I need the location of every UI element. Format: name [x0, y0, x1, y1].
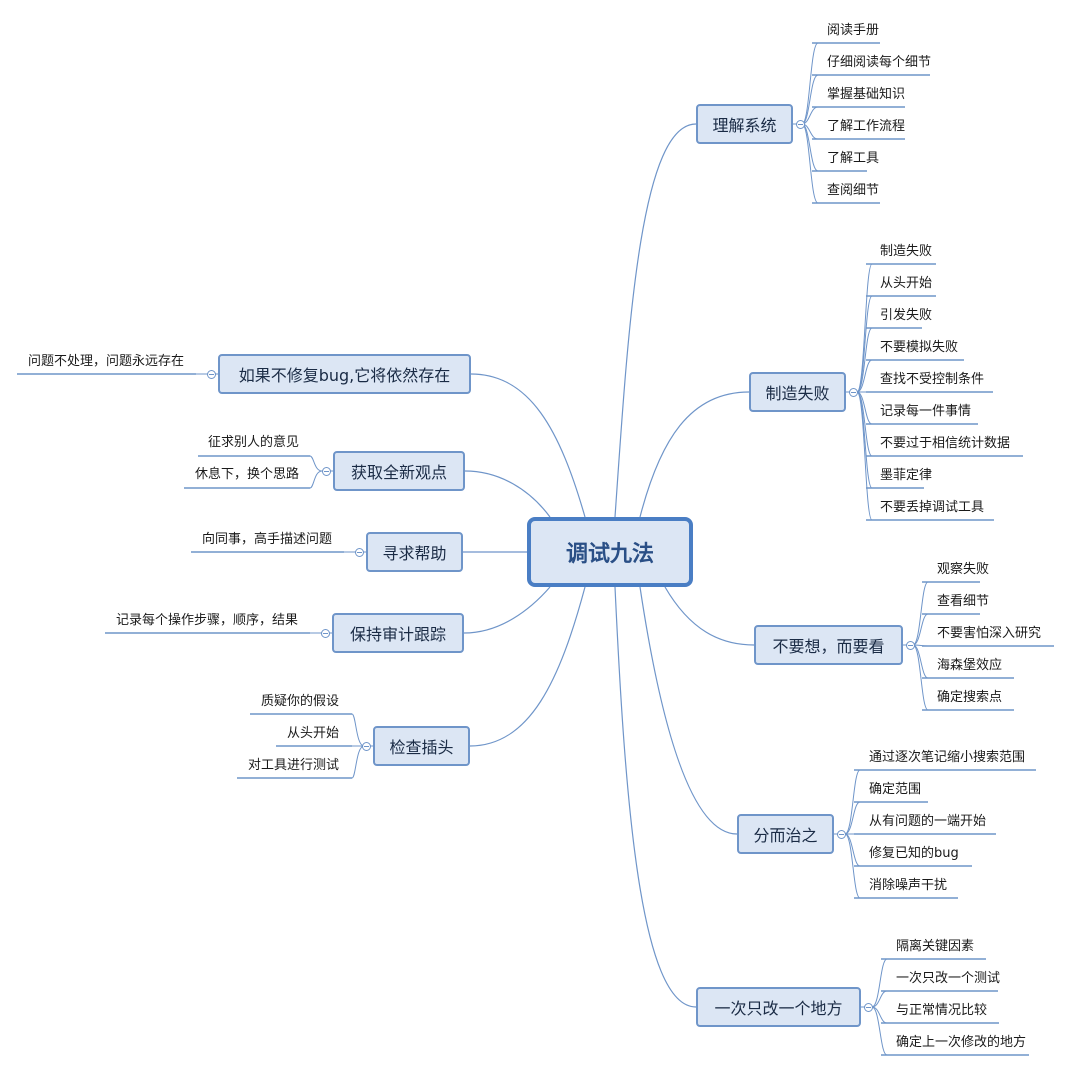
- connector-line: [309, 455, 323, 472]
- connector-line: [614, 586, 697, 1008]
- leaf-look-5[interactable]: 确定搜索点: [937, 690, 1003, 705]
- leaf-audit-1[interactable]: 记录每个操作步骤，顺序，结果: [116, 613, 299, 628]
- connector-line: [614, 123, 697, 518]
- leaf-plug-2[interactable]: 从头开始: [287, 726, 340, 741]
- collapse-toggle-icon[interactable]: [362, 742, 371, 751]
- leaf-understand-2[interactable]: 仔细阅读每个细节: [827, 55, 932, 70]
- collapse-toggle-icon[interactable]: [321, 629, 330, 638]
- leaf-divide-4[interactable]: 修复已知的bug: [869, 846, 959, 861]
- leaf-understand-3[interactable]: 掌握基础知识: [827, 87, 906, 102]
- leaf-fail-8[interactable]: 墨菲定律: [880, 468, 933, 483]
- connector-line: [639, 586, 738, 835]
- leaf-look-3[interactable]: 不要害怕深入研究: [937, 626, 1042, 641]
- connector-line: [351, 745, 365, 779]
- connector-line: [912, 581, 929, 646]
- leaf-plug-1[interactable]: 质疑你的假设: [261, 694, 340, 709]
- leaf-help-1[interactable]: 向同事，高手描述问题: [202, 532, 333, 547]
- branch-change-one-thing[interactable]: 一次只改一个地方: [696, 987, 861, 1027]
- collapse-toggle-icon[interactable]: [796, 120, 805, 129]
- leaf-understand-5[interactable]: 了解工具: [827, 151, 880, 166]
- connector-line: [856, 391, 873, 521]
- branch-ask-for-help[interactable]: 寻求帮助: [366, 532, 463, 572]
- connector-line: [871, 1006, 888, 1056]
- root-node[interactable]: 调试九法: [527, 517, 693, 587]
- connector-line: [844, 769, 861, 835]
- connector-line: [470, 373, 586, 518]
- connector-line: [664, 586, 755, 646]
- leaf-understand-6[interactable]: 查阅细节: [827, 183, 880, 198]
- leaf-divide-5[interactable]: 消除噪声干扰: [869, 878, 948, 893]
- connector-line: [801, 42, 819, 125]
- leaf-change-3[interactable]: 与正常情况比较: [896, 1003, 988, 1018]
- collapse-toggle-icon[interactable]: [864, 1003, 873, 1012]
- branch-fresh-view[interactable]: 获取全新观点: [333, 451, 465, 491]
- branch-make-it-fail[interactable]: 制造失败: [749, 372, 846, 412]
- connector-line: [463, 586, 551, 634]
- leaf-plug-3[interactable]: 对工具进行测试: [248, 758, 340, 773]
- connector-line: [309, 470, 323, 489]
- connector-line: [469, 586, 586, 747]
- leaf-fail-9[interactable]: 不要丢掉调试工具: [880, 500, 985, 515]
- leaf-fresh-2[interactable]: 休息下，换个思路: [195, 467, 300, 482]
- leaf-divide-3[interactable]: 从有问题的一端开始: [869, 814, 987, 829]
- leaf-notfixed-1[interactable]: 问题不处理，问题永远存在: [28, 354, 185, 369]
- connector-line: [912, 644, 929, 711]
- connector-line: [856, 359, 873, 393]
- leaf-look-2[interactable]: 查看细节: [937, 594, 990, 609]
- collapse-toggle-icon[interactable]: [849, 388, 858, 397]
- connector-line: [464, 470, 551, 518]
- leaf-change-4[interactable]: 确定上一次修改的地方: [896, 1035, 1027, 1050]
- leaf-understand-1[interactable]: 阅读手册: [827, 23, 880, 38]
- connector-line: [871, 958, 888, 1008]
- collapse-toggle-icon[interactable]: [207, 370, 216, 379]
- connector-line: [844, 833, 861, 899]
- leaf-fresh-1[interactable]: 征求别人的意见: [208, 435, 300, 450]
- branch-if-not-fixed[interactable]: 如果不修复bug,它将依然存在: [218, 354, 471, 394]
- leaf-fail-1[interactable]: 制造失败: [880, 244, 933, 259]
- collapse-toggle-icon[interactable]: [906, 641, 915, 650]
- collapse-toggle-icon[interactable]: [355, 548, 364, 557]
- leaf-fail-7[interactable]: 不要过于相信统计数据: [880, 436, 1011, 451]
- leaf-divide-2[interactable]: 确定范围: [869, 782, 922, 797]
- connector-line: [639, 391, 750, 518]
- collapse-toggle-icon[interactable]: [837, 830, 846, 839]
- connector-line: [856, 327, 873, 393]
- branch-understand-system[interactable]: 理解系统: [696, 104, 793, 144]
- leaf-divide-1[interactable]: 通过逐次笔记缩小搜索范围: [869, 750, 1026, 765]
- leaf-fail-2[interactable]: 从头开始: [880, 276, 933, 291]
- connector-line: [844, 801, 861, 835]
- branch-quit-thinking-look[interactable]: 不要想，而要看: [754, 625, 903, 665]
- branch-audit-trail[interactable]: 保持审计跟踪: [332, 613, 464, 653]
- collapse-toggle-icon[interactable]: [322, 467, 331, 476]
- branch-divide-conquer[interactable]: 分而治之: [737, 814, 834, 854]
- branch-check-plug[interactable]: 检查插头: [373, 726, 470, 766]
- leaf-change-2[interactable]: 一次只改一个测试: [896, 971, 1001, 986]
- connector-line: [351, 713, 365, 747]
- leaf-look-1[interactable]: 观察失败: [937, 562, 990, 577]
- leaf-change-1[interactable]: 隔离关键因素: [896, 939, 975, 954]
- leaf-fail-3[interactable]: 引发失败: [880, 308, 933, 323]
- leaf-fail-6[interactable]: 记录每一件事情: [880, 404, 972, 419]
- leaf-look-4[interactable]: 海森堡效应: [937, 658, 1003, 673]
- leaf-fail-4[interactable]: 不要模拟失败: [880, 340, 959, 355]
- leaf-fail-5[interactable]: 查找不受控制条件: [880, 372, 985, 387]
- leaf-understand-4[interactable]: 了解工作流程: [827, 119, 906, 134]
- connector-line: [801, 123, 819, 204]
